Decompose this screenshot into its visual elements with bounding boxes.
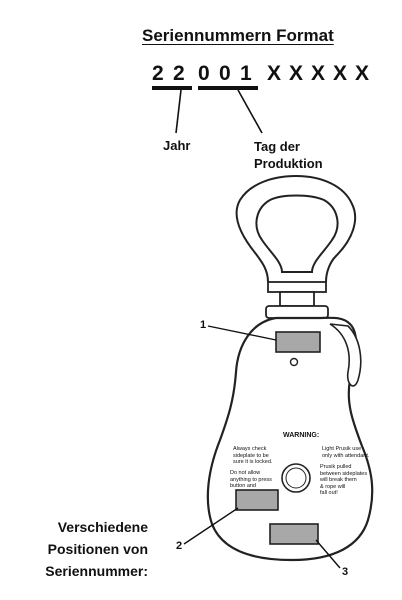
device-text-right-top: Light Prusik use only with attendant.	[322, 446, 369, 459]
production-day-label-line2: Produktion	[254, 156, 323, 171]
positions-label-line1: Verschiedene	[57, 519, 148, 535]
device-text-left-bottom: Do not allow anything to press button an…	[230, 470, 272, 490]
diagram-title: Seriennummern Format	[142, 26, 334, 45]
device-text-line: Prusik pulled	[320, 464, 352, 470]
serial-char-7: X	[289, 62, 304, 85]
device-text-line: fall out!	[320, 490, 338, 496]
serial-char-4: 0	[219, 62, 231, 85]
production-day-leader	[237, 89, 263, 134]
serial-char-2: 2	[173, 62, 185, 85]
device-warning-heading: WARNING:	[283, 432, 320, 439]
production-day-label: Tag der Produktion	[254, 138, 323, 172]
device-text-line: will break them	[320, 477, 357, 483]
device-text-line: button and	[230, 483, 256, 489]
callout-3-leader	[315, 539, 341, 569]
year-label: Jahr	[163, 138, 191, 153]
positions-label-line2: Positionen von	[47, 541, 148, 557]
device-text-line: sideplate to be	[233, 452, 269, 459]
device-text-line: between sideplates	[320, 470, 368, 477]
callout-2-leader	[183, 507, 239, 545]
year-leader	[175, 89, 182, 134]
swivel-eye-inner	[255, 194, 339, 273]
device-text-line: only with attendant.	[322, 452, 370, 459]
serial-char-9: X	[333, 62, 348, 85]
sideplate-hook	[329, 323, 362, 387]
swivel-collar	[267, 281, 327, 293]
serial-char-6: X	[267, 62, 282, 85]
serial-plate-1	[275, 331, 321, 353]
serial-char-8: X	[311, 62, 326, 85]
serial-char-1: 2	[152, 62, 164, 85]
device-text-line: Light Prusik use	[322, 446, 362, 452]
callout-number-1: 1	[200, 319, 207, 331]
device-text-right-bottom: Prusik pulled between sideplates will br…	[320, 464, 367, 497]
callout-number-2: 2	[176, 540, 183, 552]
positions-label: Verschiedene Positionen von Seriennummer…	[45, 516, 148, 582]
callout-number-3: 3	[342, 566, 349, 578]
device-text-line: Do not allow	[230, 470, 261, 476]
serial-plate-3	[269, 523, 319, 545]
device-text-line: anything to press	[230, 476, 272, 483]
serial-char-10: X	[355, 62, 370, 85]
swivel-base	[265, 305, 329, 319]
device-text-line: & rope will	[320, 483, 346, 490]
serial-char-3: 0	[198, 62, 210, 85]
device-text-left-top: Always check sideplate to be sure it is …	[233, 446, 272, 466]
serial-char-5: 1	[240, 62, 252, 85]
swivel-neck	[279, 291, 315, 307]
callout-1-leader	[207, 325, 277, 341]
axle-hole	[289, 357, 299, 367]
serial-plate-2	[235, 489, 279, 511]
positions-label-line3: Seriennummer:	[45, 563, 148, 579]
device-text-line: sure it is locked.	[233, 459, 273, 465]
center-button-ring	[285, 467, 307, 489]
production-day-label-line1: Tag der	[254, 139, 300, 154]
device-text-line: Always check	[233, 446, 267, 452]
